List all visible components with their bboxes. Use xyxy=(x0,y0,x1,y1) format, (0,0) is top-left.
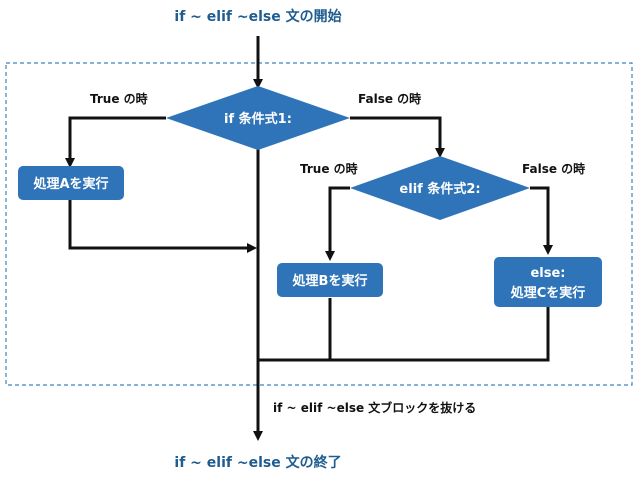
a-to-trunk-arrow xyxy=(68,200,257,253)
if-block-boundary xyxy=(5,62,633,386)
branch-true-1-label: True の時 xyxy=(90,91,148,106)
c-merge-line xyxy=(330,306,550,362)
process-a-box xyxy=(18,166,124,200)
true2-arrow xyxy=(325,186,350,261)
process-b-box xyxy=(277,263,383,297)
decision-if-diamond xyxy=(166,86,350,150)
false1-arrow xyxy=(350,116,445,158)
end-title: if ~ elif ~else 文の終了 xyxy=(174,454,341,471)
process-c-box xyxy=(494,257,602,307)
true1-arrow xyxy=(65,116,166,168)
start-title: if ~ elif ~else 文の開始 xyxy=(174,8,341,25)
connectors xyxy=(65,36,553,441)
process-a-label: 処理Aを実行 xyxy=(32,176,108,192)
process-c-else-label: else: xyxy=(530,266,565,281)
branch-false-2-label: False の時 xyxy=(522,161,585,176)
branch-false-1-label: False の時 xyxy=(358,91,421,106)
merge-line xyxy=(258,298,332,362)
exit-label: if ~ elif ~else 文ブロックを抜ける xyxy=(273,400,476,415)
decision-elif-label: elif 条件式2: xyxy=(399,181,480,197)
process-b-label: 処理Bを実行 xyxy=(292,273,368,289)
false2-arrow xyxy=(530,186,553,255)
decision-if-label: if 条件式1: xyxy=(224,111,292,127)
decision-elif-diamond xyxy=(350,156,530,220)
process-c-label: 処理Cを実行 xyxy=(510,285,586,301)
branch-true-2-label: True の時 xyxy=(300,161,358,176)
